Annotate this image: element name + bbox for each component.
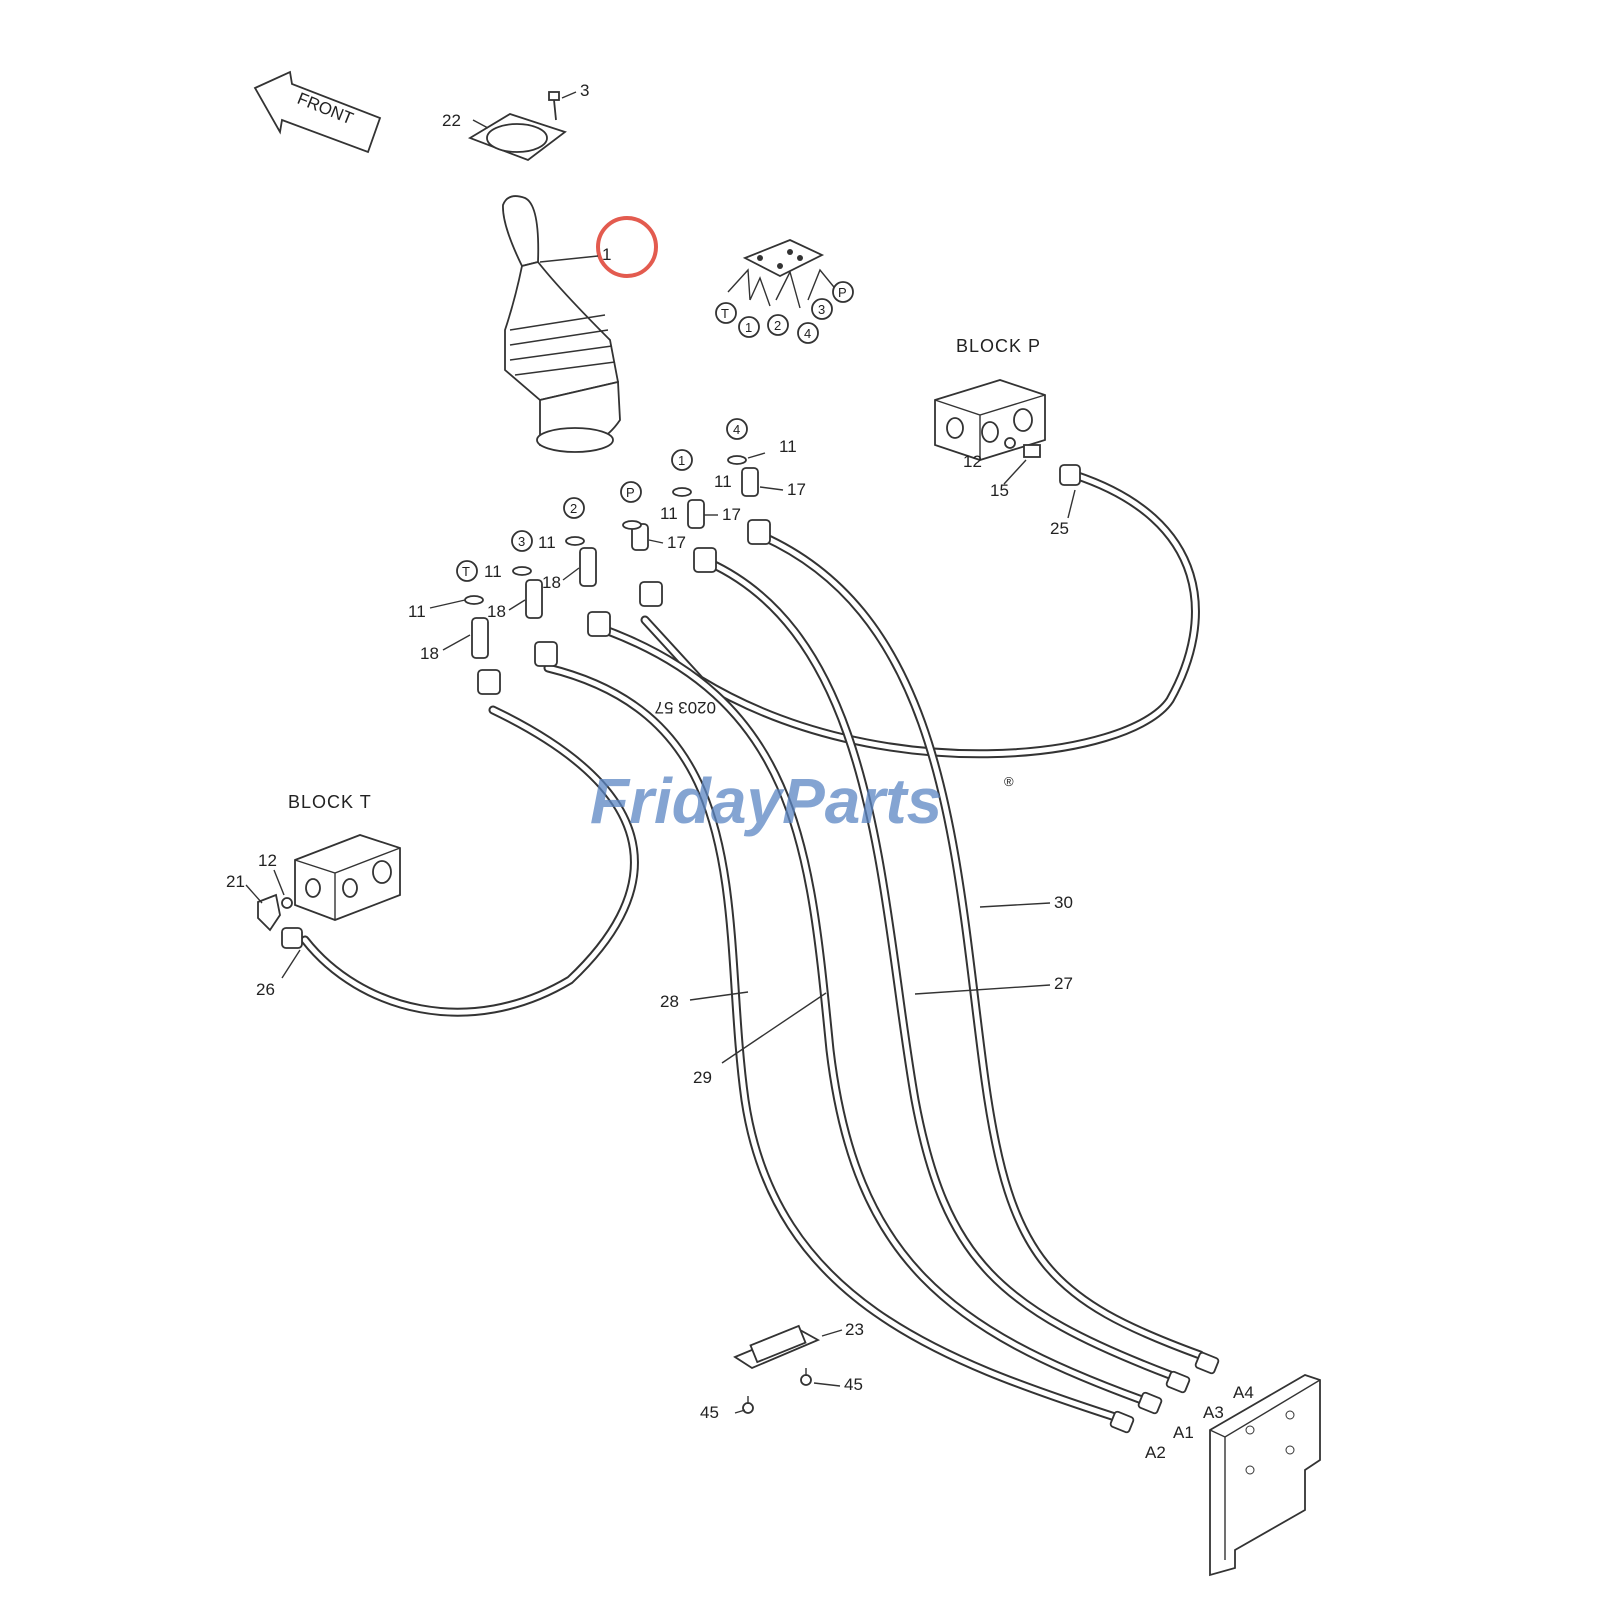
hose-port-symbols: T 3 2 P 1 4 [456, 418, 748, 582]
callout-28: 28 [660, 992, 679, 1011]
hose-port-4: 4 [733, 422, 740, 437]
watermark-trademark: ® [1004, 774, 1014, 789]
callout-17-c: 17 [667, 533, 686, 552]
callout-12-p: 12 [963, 452, 982, 471]
bolt [548, 91, 560, 121]
callout-17-a: 17 [787, 480, 806, 499]
block-t [294, 834, 401, 921]
callout-15: 15 [990, 481, 1009, 500]
bracket [733, 1324, 821, 1370]
o-ring-12p [1004, 437, 1016, 449]
callout-23: 23 [845, 1320, 864, 1339]
hose-bundle [300, 470, 1205, 1422]
callout-21: 21 [226, 872, 245, 891]
stamp-code: 0203 57 [655, 698, 716, 717]
hose-port-2: 2 [570, 501, 577, 516]
watermark: FridayParts [590, 765, 942, 837]
outlet-a2: A2 [1145, 1443, 1166, 1462]
hose-port-3: 3 [518, 534, 525, 549]
block-p [934, 379, 1046, 461]
callout-11-p: 11 [660, 504, 678, 523]
callout-45-b: 45 [844, 1375, 863, 1394]
highlight-ring [596, 216, 658, 278]
callout-12-t: 12 [258, 851, 277, 870]
callout-18-b: 18 [487, 602, 506, 621]
outlet-a3: A3 [1203, 1403, 1224, 1422]
callout-18-a: 18 [542, 573, 561, 592]
outlet-a4: A4 [1233, 1383, 1254, 1402]
front-arrow: FRONT [253, 70, 382, 154]
callout-11-4: 11 [779, 437, 797, 456]
callout-30: 30 [1054, 893, 1073, 912]
block-p-label: BLOCK P [956, 336, 1041, 356]
callout-22: 22 [442, 111, 461, 130]
o-ring-12t [281, 897, 293, 909]
hose-port-t: T [462, 564, 470, 579]
callout-17-b: 17 [722, 505, 741, 524]
fittings [281, 455, 1081, 949]
callout-45-a: 45 [700, 1403, 719, 1422]
bolt-45 [742, 1368, 812, 1414]
callout-29: 29 [693, 1068, 712, 1087]
callout-25: 25 [1050, 519, 1069, 538]
valve-plate [1209, 1374, 1321, 1577]
port-4-symbol: 4 [804, 326, 811, 341]
port-2-symbol: 2 [774, 318, 781, 333]
callout-18-c: 18 [420, 644, 439, 663]
port-3-symbol: 3 [818, 302, 825, 317]
port-p-symbol: P [838, 285, 847, 300]
elbow-21 [257, 893, 281, 932]
callout-3: 3 [580, 81, 589, 100]
outlet-a1: A1 [1173, 1423, 1194, 1442]
hose-port-p: P [626, 485, 635, 500]
callout-11-1: 11 [714, 472, 732, 491]
callout-11-t: 11 [408, 602, 426, 621]
port-1-symbol: 1 [745, 320, 752, 335]
callout-11-2: 11 [538, 533, 556, 552]
callout-1: 1 [602, 245, 611, 264]
hose-port-1: 1 [678, 453, 685, 468]
port-schematic: T 1 2 4 3 P [715, 239, 854, 344]
callout-27: 27 [1054, 974, 1073, 993]
gasket-plate [467, 113, 567, 162]
port-t-symbol: T [721, 306, 729, 321]
outlet-fittings [1109, 1351, 1220, 1434]
block-t-label: BLOCK T [288, 792, 372, 812]
fitting-15 [1023, 444, 1041, 458]
callout-26: 26 [256, 980, 275, 999]
joystick-lever [502, 195, 621, 453]
callout-11-3: 11 [484, 562, 502, 581]
